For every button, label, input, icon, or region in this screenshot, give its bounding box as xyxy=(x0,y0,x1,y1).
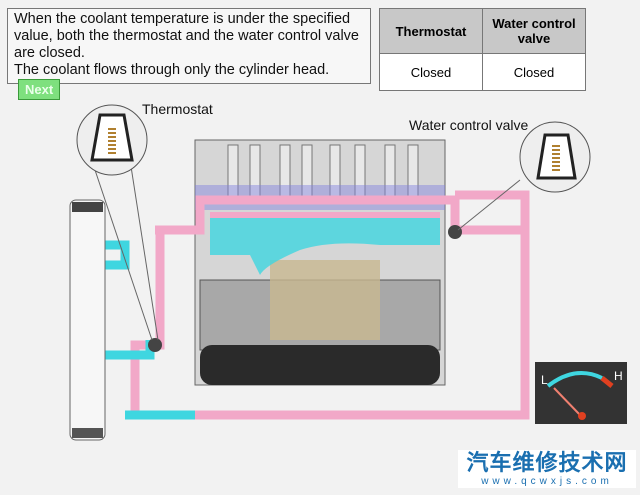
valve-label: Water control valve xyxy=(409,117,529,133)
thermostat-label: Thermostat xyxy=(142,101,213,117)
oil-pan xyxy=(200,345,440,385)
description-text: When the coolant temperature is under th… xyxy=(14,11,359,61)
description-box: When the coolant temperature is under th… xyxy=(7,8,371,100)
watermark: 汽车维修技术网 www.qcwxjs.com xyxy=(458,450,636,488)
gauge-needle xyxy=(553,387,582,417)
description-text-2: The coolant flows through only the cylin… xyxy=(14,62,330,78)
next-button[interactable]: Next xyxy=(18,79,61,100)
head-coolant xyxy=(210,215,440,275)
header-thermostat: Thermostat xyxy=(379,8,483,54)
header-valve: Water control valve xyxy=(482,8,586,54)
gauge-low-label: L xyxy=(541,373,548,387)
gauge-high-label: H xyxy=(614,369,623,383)
temperature-gauge: L H xyxy=(535,362,627,424)
valve-state: Closed xyxy=(482,53,586,91)
radiator xyxy=(69,199,106,441)
watermark-title: 汽车维修技术网 xyxy=(466,450,628,475)
watermark-url: www.qcwxjs.com xyxy=(481,476,613,487)
valve-icon xyxy=(448,225,462,239)
thermostat-icon xyxy=(148,338,162,352)
